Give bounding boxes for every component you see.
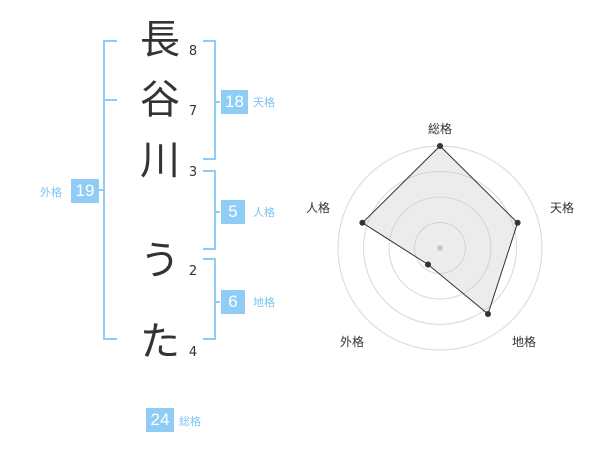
radar-ring	[363, 171, 517, 325]
radar-ring	[388, 196, 492, 300]
gaikaku-label: 外格	[40, 186, 62, 199]
tenkaku-label: 天格	[253, 96, 275, 109]
name-char-2: 谷	[140, 77, 180, 123]
name-char-3: 川	[140, 138, 180, 184]
name-char-4: う	[140, 238, 180, 284]
gaikaku-value: 19	[71, 179, 99, 203]
gaikaku-bracket	[99, 40, 117, 340]
stroke-count-3: 3	[188, 165, 198, 180]
radar-axis-label-gaikaku: 外格	[339, 335, 364, 349]
radar-point-2	[514, 219, 521, 226]
chikaku-label: 地格	[253, 296, 275, 309]
jinkaku-bracket	[203, 170, 220, 250]
name-char-5: た	[140, 319, 180, 365]
soukaku-value: 24	[146, 408, 174, 432]
jinkaku-label: 人格	[253, 206, 275, 219]
stroke-count-5: 4	[188, 345, 198, 360]
stroke-count-1: 8	[188, 44, 198, 59]
tenkaku-value: 18	[221, 90, 248, 114]
radar-score-polygon	[361, 145, 519, 315]
radar-point-4	[425, 261, 432, 268]
radar-axis-label-tenkaku: 天格	[549, 201, 574, 215]
chikaku-value: 6	[221, 290, 245, 314]
stroke-count-2: 7	[188, 104, 198, 119]
radar-point-3	[484, 311, 491, 318]
radar-ring	[414, 222, 466, 274]
radar-axis-label-soukaku: 総格	[427, 122, 452, 136]
radar-point-5	[359, 219, 366, 226]
radar-chart	[337, 143, 543, 351]
radar-point-1	[437, 143, 443, 149]
radar-center-dot	[437, 245, 443, 251]
tenkaku-bracket	[203, 40, 220, 160]
soukaku-label: 総格	[179, 415, 201, 428]
jinkaku-value: 5	[221, 200, 245, 224]
chikaku-bracket	[203, 258, 220, 340]
name-char-1: 長	[140, 17, 180, 63]
radar-axis-label-jinkaku: 人格	[305, 201, 330, 215]
stroke-count-4: 2	[188, 264, 198, 279]
radar-axis-label-chikaku: 地格	[511, 335, 536, 349]
